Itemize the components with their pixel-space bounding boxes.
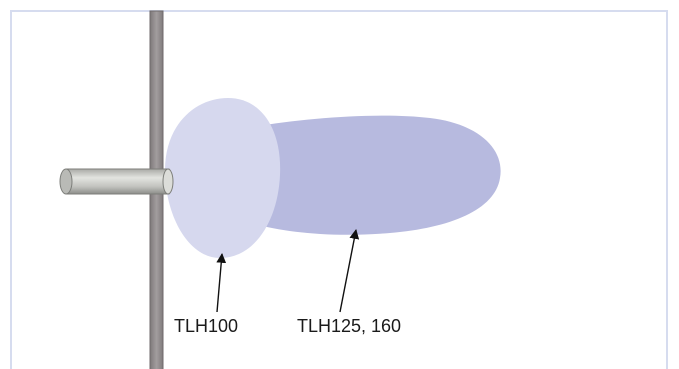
arrow-small-lobe — [216, 253, 227, 313]
pipe — [59, 168, 174, 195]
frame-border — [10, 10, 668, 369]
small-lobe — [165, 98, 281, 258]
arrow-large-lobe — [339, 229, 360, 313]
large-lobe — [248, 115, 501, 235]
label-large-lobe: TLH125, 160 — [297, 316, 401, 336]
label-small-lobe: TLH100 — [174, 316, 238, 336]
